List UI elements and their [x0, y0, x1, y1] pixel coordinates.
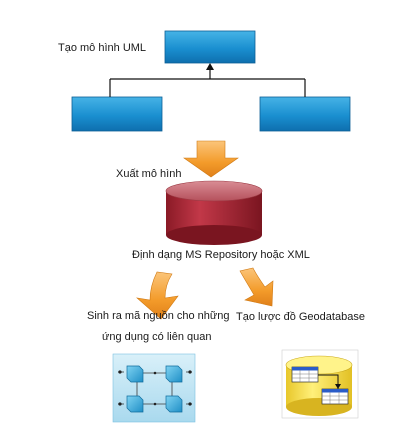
arrow-right-curved [239, 267, 274, 307]
label-format: Định dạng MS Repository hoặc XML [132, 249, 310, 261]
label-generate-code-line2: ứng dụng có liên quan [102, 331, 212, 343]
arrow-left-curved [136, 271, 179, 320]
code-components-icon [112, 353, 196, 423]
uml-box-left [71, 96, 163, 132]
uml-box-top [164, 30, 256, 64]
inheritance-arrowhead [206, 63, 214, 70]
label-generate-code-line1: Sinh ra mã nguồn cho những [87, 310, 230, 322]
geodatabase-icon [281, 349, 359, 419]
database-icon [165, 180, 263, 245]
label-create-schema: Tạo lược đồ Geodatabase [236, 311, 365, 323]
label-export-model: Xuất mô hình [116, 168, 182, 180]
label-create-uml: Tạo mô hình UML [58, 42, 147, 54]
uml-box-right [259, 96, 351, 132]
export-arrow [183, 140, 239, 178]
uml-connectors [109, 67, 306, 97]
